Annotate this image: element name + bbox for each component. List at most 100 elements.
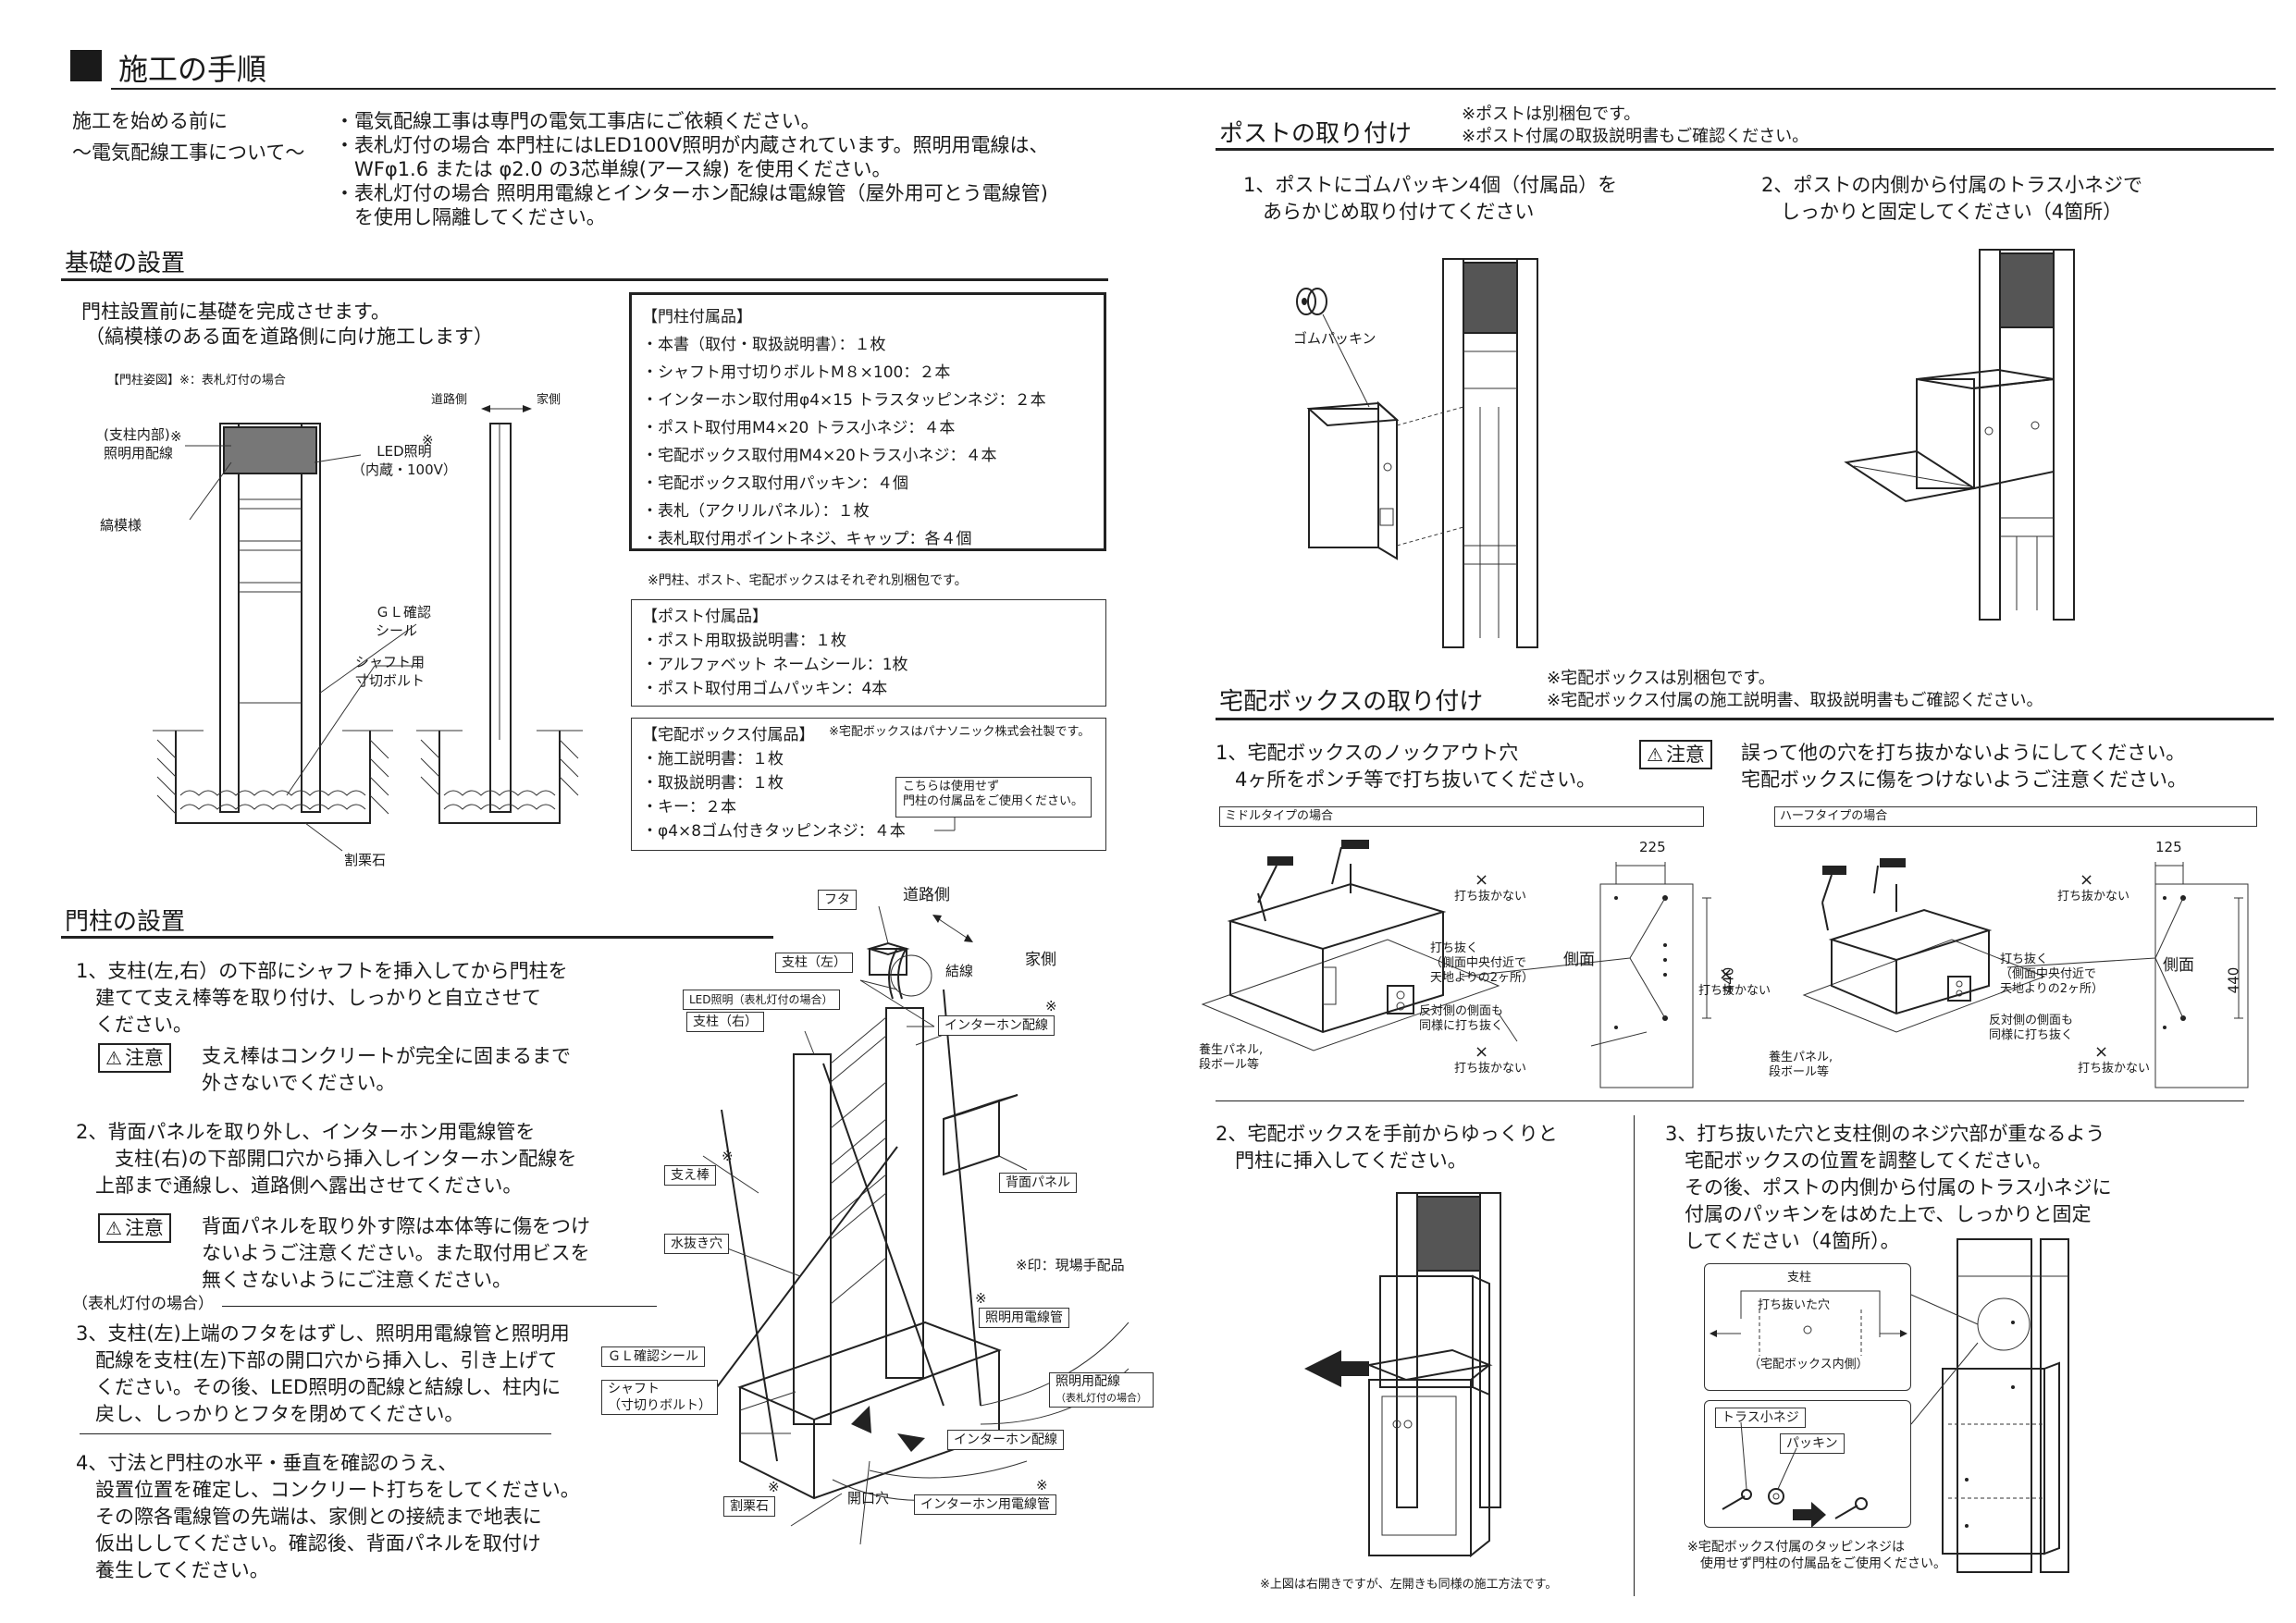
road-side-label: 道路側	[431, 393, 468, 407]
fig-light-wire-1: 照明用配線	[1055, 1374, 1120, 1389]
fig-road: 道路側	[903, 886, 950, 904]
detail-box-inside: （宅配ボックス内側）	[1748, 1358, 1869, 1371]
half-opposite: 反対側の側面も 同様に打ち抜く	[1989, 1014, 2073, 1043]
post-install-title: ポストの取り付け	[1219, 120, 1413, 148]
title-rule	[111, 88, 2276, 90]
delivery-caution-badge: ⚠注意	[1639, 740, 1712, 769]
post-step-1: 1、ポストにゴムパッキン4個（付属品）を あらかじめ取り付けてください	[1243, 172, 1617, 226]
detail-punched-hole: 打ち抜いた穴	[1758, 1298, 1831, 1312]
delivery-accessories: 【宅配ボックス付属品】 ・施工説明書：１枚 ・取扱説明書：１枚 ・キー：２本 ・…	[642, 723, 906, 843]
middle-dim-225: 225	[1639, 839, 1666, 855]
fig-pillar-left: 支柱（左）	[775, 953, 853, 973]
post-note-1: ※ポストは別梱包です。	[1462, 105, 1641, 124]
post-acc-item: ・アルファベット ネームシール：1枚	[642, 656, 908, 674]
delivery-step-3-line: してください（4箇所）。	[1665, 1230, 1900, 1252]
gate-acc-item: ・宅配ボックス取付用M4×20トラス小ネジ：４本	[642, 447, 997, 465]
unused-note-2: 門柱の付属品をご使用ください。	[903, 794, 1084, 808]
gate-install-diagram	[702, 905, 1129, 1545]
delivery-step-2-line: 門柱に挿入してください。	[1216, 1150, 1467, 1172]
post-step-2-line: しっかりと固定してください（4箇所）	[1761, 201, 2123, 223]
middle-no-punch-2: 打ち抜かない	[1698, 984, 1771, 998]
gate-step-4-line: 4、寸法と門柱の水平・垂直を確認のうえ、	[76, 1452, 458, 1474]
led-mark: ※	[422, 432, 434, 449]
delivery-step-3-line: その後、ポストの内側から付属のトラス小ネジに	[1665, 1176, 2112, 1199]
delivery-step-1-line: 4ヶ所をポンチ等で打ち抜いてください。	[1216, 768, 1597, 791]
fig-connect: 結線	[945, 963, 974, 979]
fig-back-panel: 背面パネル	[999, 1173, 1077, 1193]
middle-cushion-1: 養生パネル,	[1199, 1043, 1264, 1057]
delivery-bottom-note: ※宅配ボックス付属のタッピンネジは 使用せず門柱の付属品をご使用ください。	[1687, 1539, 1946, 1572]
shaft-bolt-label-2: 寸切ボルト	[355, 672, 426, 689]
gate-acc-item: ・シャフト用寸切りボルトM８×100：２本	[642, 363, 951, 382]
detail-top-diagram	[1710, 1290, 1907, 1356]
gate-caution-1-badge: ⚠注意	[98, 1043, 171, 1073]
middle-opposite: 反対側の側面も 同様に打ち抜く	[1419, 1004, 1503, 1034]
detail-truss: トラス小ネジ	[1715, 1408, 1806, 1428]
gate-step-4-line: 仮出ししてください。確認後、背面パネルを取付け	[76, 1532, 541, 1555]
lamp-case-label: （表札灯付の場合）	[72, 1295, 214, 1313]
fig-gl: ＧＬ確認シール	[601, 1346, 705, 1367]
gate-caution-1: 支え棒はコンクリートが完全に固まるまで 外さないでください。	[202, 1043, 571, 1097]
foundation-rule	[61, 278, 1108, 281]
gate-step-2-line: 2、背面パネルを取り外し、インターホン用電線管を	[76, 1121, 536, 1143]
wiring-label: (支柱内部) 照明用配線	[104, 425, 173, 462]
middle-side: 側面	[1563, 951, 1595, 969]
post-step-2: 2、ポストの内側から付属のトラス小ネジで しっかりと固定してください（4箇所）	[1761, 172, 2142, 226]
step-3-rule	[80, 1433, 551, 1434]
delivery-step-3-diagram	[1910, 1238, 2069, 1573]
middle-x-2: ×	[1719, 965, 1734, 984]
warning-icon: ⚠	[105, 1047, 122, 1069]
gate-front-diagram	[153, 405, 583, 852]
post-notes: ※ポストは別梱包です。 ※ポスト付属の取扱説明書もご確認ください。	[1462, 104, 1808, 148]
warning-icon: ⚠	[105, 1217, 122, 1239]
gate-step-3: 3、支柱(左)上端のフタをはずし、照明用電線管と照明用 配線を支柱(左)下部の開…	[76, 1321, 570, 1428]
lamp-case-rule	[222, 1306, 657, 1307]
caution-label: 注意	[124, 1047, 164, 1069]
half-no-punch-2: 打ち抜かない	[2078, 1062, 2151, 1076]
half-punch-3: 天地よりの2ヶ所）	[2000, 982, 2105, 996]
delivery-step-3-line: 宅配ボックスの位置を調整してください。	[1665, 1150, 2053, 1172]
delivery-step-3: 3、打ち抜いた穴と支柱側のネジ穴部が重なるよう 宅配ボックスの位置を調整してくだ…	[1665, 1121, 2112, 1255]
delivery-step-1: 1、宅配ボックスのノックアウト穴 4ヶ所をポンチ等で打ち抜いてください。	[1216, 740, 1596, 793]
delivery-maker-note: ※宅配ボックスはパナソニック株式会社製です。	[829, 725, 1091, 739]
delivery-note-2: ※宅配ボックス付属の施工説明書、取扱説明書もご確認ください。	[1547, 691, 2043, 710]
fig-shaft: シャフト （寸切りボルト）	[601, 1380, 718, 1415]
middle-type-diagram	[1201, 840, 1711, 1088]
foundation-title: 基礎の設置	[65, 250, 186, 277]
delivery-acc-item: ・取扱説明書：１枚	[642, 774, 784, 793]
gate-accessories: 【門柱付属品】 ・本書（取付・取扱説明書）：１枚 ・シャフト用寸切りボルトM８×…	[642, 303, 1046, 553]
delivery-fig-note: ※上図は右開きですが、左開きも同様の施工方法です。	[1260, 1578, 1558, 1592]
fig-lid: フタ	[818, 890, 857, 910]
post-note-2: ※ポスト付属の取扱説明書もご確認ください。	[1462, 127, 1809, 146]
gate-install-title: 門柱の設置	[65, 908, 186, 936]
gate-step-3-line: 戻し、しっかりとフタを閉めてください。	[76, 1403, 464, 1425]
gate-caution-2-badge: ⚠注意	[98, 1213, 171, 1243]
middle-punch-1: 打ち抜く	[1430, 941, 1479, 955]
shaft-bolt-label: シャフト用 寸切ボルト	[355, 653, 425, 690]
gate-caution-2-line: 無くさないようにご注意ください。	[202, 1269, 512, 1291]
fig-pillar-right: 支柱（右）	[686, 1012, 764, 1032]
pre-line: ・電気配線工事は専門の電気工事店にご依頼ください。	[335, 110, 821, 132]
fig-intercom-conduit-mark: ※	[1036, 1477, 1048, 1494]
half-type-label: ハーフタイプの場合	[1780, 809, 1888, 823]
delivery-mid-rule	[1216, 1100, 2244, 1101]
detail-pillar: 支柱	[1787, 1271, 1812, 1285]
pre-line: ・表札灯付の場合 照明用電線とインターホン配線は電線管（屋外用可とう電線管)	[335, 182, 1048, 204]
pre-line: を使用し隔離してください。	[335, 206, 606, 228]
fig-stone-mark: ※	[768, 1479, 780, 1495]
delivery-acc-item: ・φ4×8ゴム付きタッピンネジ：４本	[642, 822, 906, 841]
post-install-rule	[1216, 148, 2274, 151]
gate-acc-item: ・表札取付用ポイントネジ、キャップ：各４個	[642, 530, 972, 548]
gate-step-4: 4、寸法と門柱の水平・垂直を確認のうえ、 設置位置を確定し、コンクリート打ちをし…	[76, 1450, 580, 1584]
delivery-bottom-note-2: 使用せず門柱の付属品をご使用ください。	[1687, 1556, 1946, 1571]
post-accessories: 【ポスト付属品】 ・ポスト用取扱説明書：１枚 ・アルファベット ネームシール：1…	[642, 605, 908, 701]
post-step-2-line: 2、ポストの内側から付属のトラス小ネジで	[1761, 174, 2142, 196]
foundation-desc-2: （縞模様のある面を道路側に向け施工します）	[85, 326, 493, 348]
fig-field-note: ※印：現場手配品	[1016, 1257, 1125, 1273]
middle-punch-3: 天地よりの2ヶ所）	[1430, 971, 1535, 985]
fig-intercom: インターホン配線	[938, 1015, 1055, 1036]
caution-label: 注意	[124, 1217, 164, 1239]
caution-label: 注意	[1665, 744, 1705, 766]
half-punch-1: 打ち抜く	[2000, 953, 2049, 966]
half-dim-440: 440	[2225, 966, 2242, 994]
